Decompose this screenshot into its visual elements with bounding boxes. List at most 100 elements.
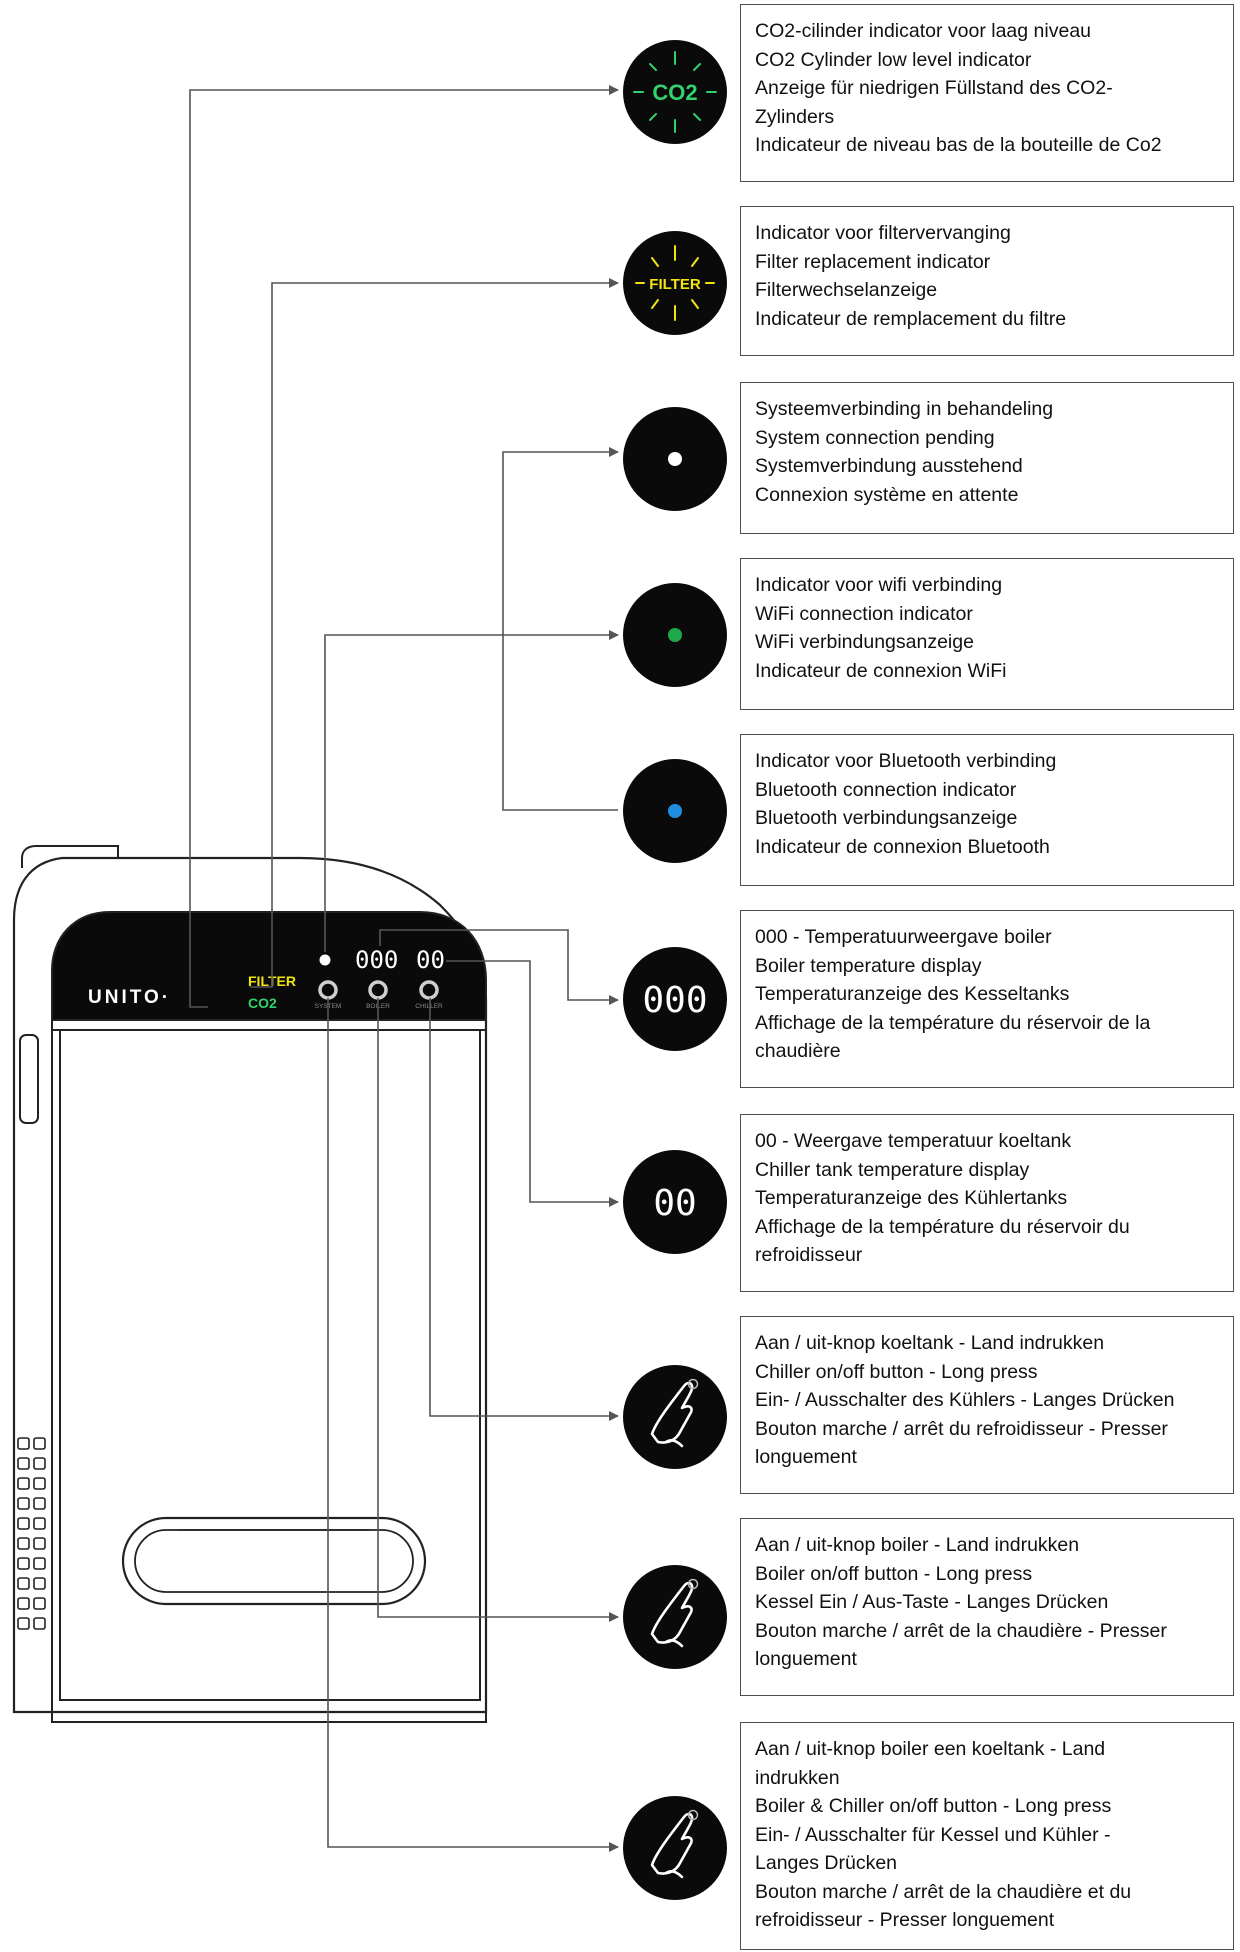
callout-line: CO2 Cylinder low level indicator xyxy=(755,48,1032,71)
callout-line: Boiler on/off button - Long press xyxy=(755,1562,1033,1585)
chiller-icon-display: 00 xyxy=(653,1183,696,1224)
callout-system-button: Aan / uit-knop boiler een koeltank - Lan… xyxy=(740,1722,1234,1950)
filter-icon-label: FILTER xyxy=(649,276,701,293)
vent-slot xyxy=(17,1537,30,1550)
callout-line: Aan / uit-knop boiler - Land indrukken xyxy=(755,1534,1080,1556)
callout-line: Indicateur de connexion WiFi xyxy=(755,659,1007,682)
callout-line: Indicator voor filtervervanging xyxy=(755,222,1011,244)
callout-system-connection: Systeemverbinding in behandeling System … xyxy=(740,382,1234,534)
callout-boiler-button: Aan / uit-knop boiler - Land indrukken B… xyxy=(740,1518,1234,1696)
callout-line: Affichage de la température du réservoir… xyxy=(755,1215,1130,1238)
callout-line: Connexion système en attente xyxy=(755,483,1019,506)
vent-slot xyxy=(33,1557,46,1570)
connector-boiler-button xyxy=(377,998,619,1622)
bluetooth-indicator-icon xyxy=(623,759,727,863)
brand-logo: UNITO· xyxy=(88,987,171,1008)
connector-system xyxy=(502,447,619,811)
callout-line: Filterwechselanzeige xyxy=(755,279,938,301)
callout-line: Chiller tank temperature display xyxy=(755,1158,1030,1181)
vent-slot xyxy=(17,1617,30,1630)
callout-filter-replacement: Indicator voor filtervervanging Filter r… xyxy=(740,206,1234,356)
vent-slot xyxy=(17,1577,30,1590)
callout-line: Temperaturanzeige des Kühlertanks xyxy=(755,1187,1068,1209)
callout-line: Indicateur de connexion Bluetooth xyxy=(755,835,1050,858)
callout-line: 00 - Weergave temperatuur koeltank xyxy=(755,1130,1072,1152)
connector-chiller-display xyxy=(446,960,619,1207)
callout-line: Zylinders xyxy=(755,105,835,128)
callout-line: WiFi connection indicator xyxy=(755,602,973,625)
vent-slot xyxy=(17,1497,30,1510)
chiller-button[interactable] xyxy=(419,980,439,1000)
callout-line: System connection pending xyxy=(755,426,995,449)
callout-line: Temperaturanzeige des Kesseltanks xyxy=(755,983,1070,1005)
connector-lines xyxy=(189,85,619,1852)
connector-boiler-display xyxy=(379,929,619,1005)
callout-bluetooth-indicator: Indicator voor Bluetooth verbinding Blue… xyxy=(740,734,1234,886)
callout-line: Ein- / Ausschalter für Kessel und Kühler… xyxy=(755,1823,1111,1846)
device-top-tab xyxy=(21,845,119,868)
callout-line: Affichage de la température du réservoir… xyxy=(755,1011,1151,1034)
control-panel xyxy=(51,911,487,1021)
finger-press-icon xyxy=(623,1796,727,1900)
callout-line: Anzeige für niedrigen Füllstand des CO2- xyxy=(755,77,1113,99)
callout-line: Chiller on/off button - Long press xyxy=(755,1360,1038,1383)
side-handle[interactable] xyxy=(19,1034,39,1124)
vent-slot xyxy=(33,1477,46,1490)
callout-line: longuement xyxy=(755,1648,857,1670)
chiller-display-icon: 00 xyxy=(623,1150,727,1254)
connector-wifi xyxy=(324,630,619,952)
callout-line: Bluetooth connection indicator xyxy=(755,778,1017,801)
system-connection-icon xyxy=(623,407,727,511)
system-status-led xyxy=(319,954,331,966)
vent-slot xyxy=(33,1617,46,1630)
vent-slot xyxy=(33,1537,46,1550)
connector-co2 xyxy=(189,85,619,1008)
callout-line: Systeemverbinding in behandeling xyxy=(755,398,1054,420)
callout-line: refroidisseur - Presser longuement xyxy=(755,1909,1055,1931)
vent-slot xyxy=(17,1437,30,1450)
chiller-button-label: CHILLER xyxy=(415,1003,443,1010)
side-vents xyxy=(17,1437,46,1630)
callout-line: 000 - Temperatuurweergave boiler xyxy=(755,926,1052,948)
vent-slot xyxy=(17,1477,30,1490)
callout-line: Kessel Ein / Aus-Taste - Langes Drücken xyxy=(755,1591,1109,1613)
vent-slot xyxy=(33,1437,46,1450)
co2-icon-label: CO2 xyxy=(652,80,697,105)
callout-line: Indicator voor wifi verbinding xyxy=(755,574,1003,596)
vent-slot xyxy=(17,1597,30,1610)
co2-status-label: CO2 xyxy=(248,995,277,1011)
callout-boiler-display: 000 - Temperatuurweergave boiler Boiler … xyxy=(740,910,1234,1088)
co2-low-level-icon: CO2 xyxy=(623,40,727,144)
callout-line: CO2-cilinder indicator voor laag niveau xyxy=(755,20,1092,42)
callout-chiller-button: Aan / uit-knop koeltank - Land indrukken… xyxy=(740,1316,1234,1494)
callout-line: Aan / uit-knop boiler een koeltank - Lan… xyxy=(755,1738,1106,1760)
callout-line: indrukken xyxy=(755,1766,840,1789)
callout-line: Indicateur de remplacement du filtre xyxy=(755,307,1067,330)
wifi-indicator-icon xyxy=(623,583,727,687)
boiler-icon-display: 000 xyxy=(642,980,707,1021)
callout-line: refroidisseur xyxy=(755,1244,863,1266)
callout-line: Bouton marche / arrêt de la chaudière et… xyxy=(755,1880,1132,1903)
vent-slot xyxy=(33,1497,46,1510)
chiller-temperature-display: 00 xyxy=(416,946,445,974)
callout-line: Bouton marche / arrêt du refroidisseur -… xyxy=(755,1417,1168,1440)
vent-slot xyxy=(17,1517,30,1530)
callout-wifi-indicator: Indicator voor wifi verbinding WiFi conn… xyxy=(740,558,1234,710)
callout-line: Langes Drücken xyxy=(755,1852,898,1874)
vent-slot xyxy=(17,1457,30,1470)
callout-line: Systemverbindung ausstehend xyxy=(755,455,1023,477)
callout-line: Ein- / Ausschalter des Kühlers - Langes … xyxy=(755,1389,1175,1411)
callout-line: Filter replacement indicator xyxy=(755,250,991,273)
vent-slot xyxy=(33,1457,46,1470)
callout-line: WiFi verbindungsanzeige xyxy=(755,631,974,653)
base-edge xyxy=(51,1712,487,1723)
callout-line: Bluetooth verbindungsanzeige xyxy=(755,807,1018,829)
callout-co2-low-level: CO2-cilinder indicator voor laag niveau … xyxy=(740,4,1234,182)
callout-chiller-display: 00 - Weergave temperatuur koeltank Chill… xyxy=(740,1114,1234,1292)
callout-line: Boiler & Chiller on/off button - Long pr… xyxy=(755,1795,1112,1817)
callout-line: Indicator voor Bluetooth verbinding xyxy=(755,750,1057,772)
callout-line: Bouton marche / arrêt de la chaudière - … xyxy=(755,1619,1167,1642)
callout-line: Aan / uit-knop koeltank - Land indrukken xyxy=(755,1332,1105,1354)
vent-slot xyxy=(33,1577,46,1590)
